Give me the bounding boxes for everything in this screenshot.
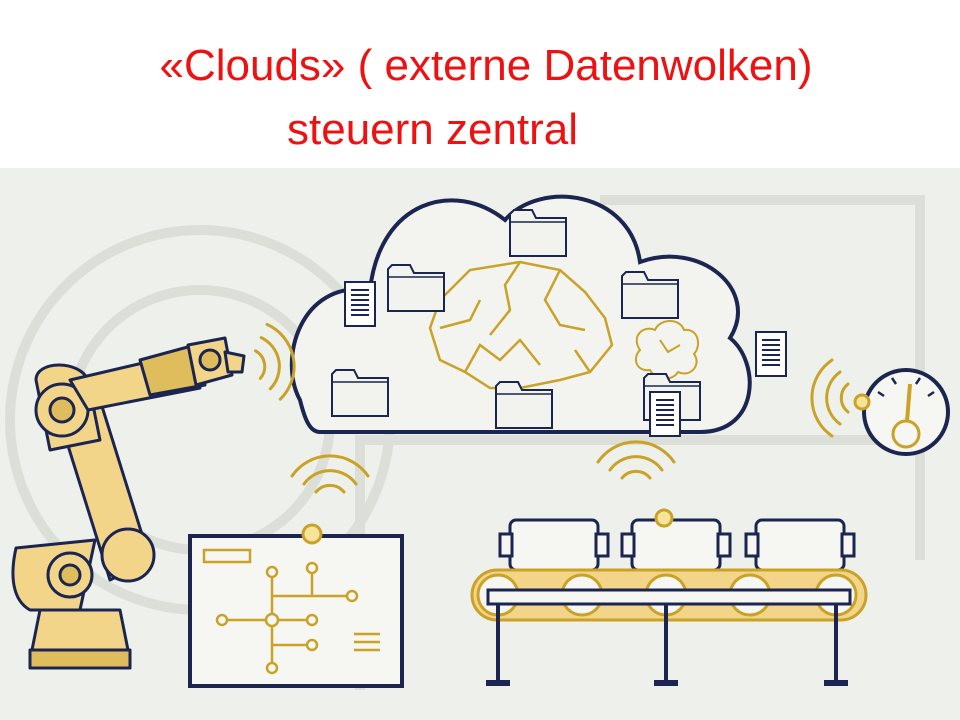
robot-arm xyxy=(11,336,246,670)
brain-icon xyxy=(428,260,614,410)
title-line-2: steuern zentral xyxy=(287,105,579,154)
document-icon xyxy=(649,391,681,437)
document-icon xyxy=(755,331,787,377)
title-line-1: «Clouds» ( externe Datenwolken) xyxy=(159,41,813,90)
small-brain-icon xyxy=(634,320,700,380)
conveyor-belt xyxy=(470,508,868,686)
document-icon xyxy=(344,281,376,327)
cloud-illustration xyxy=(0,168,960,720)
gauge-icon xyxy=(853,368,950,456)
control-panel xyxy=(188,523,404,688)
